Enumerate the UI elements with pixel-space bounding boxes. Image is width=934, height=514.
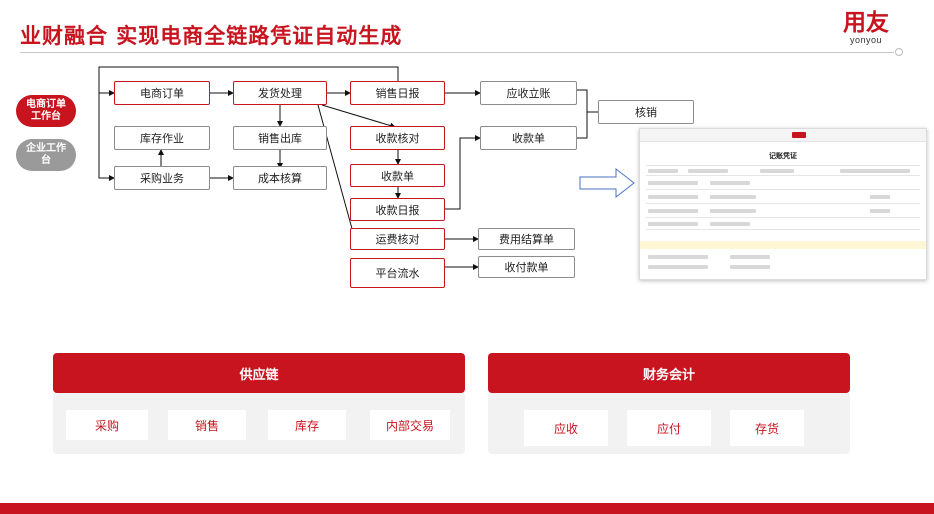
node-expense-settle: 费用结算单 xyxy=(478,228,575,250)
voucher-toolbar xyxy=(640,129,926,142)
module-purchase: 采购 xyxy=(66,410,148,440)
node-platform-flow: 平台流水 xyxy=(350,258,445,288)
voucher-total-row xyxy=(640,241,926,249)
module-receivable: 应收 xyxy=(524,410,608,446)
voucher-save-button xyxy=(792,132,806,138)
module-payable: 应付 xyxy=(627,410,711,446)
footer-band xyxy=(0,503,934,514)
node-ecom-order: 电商订单 xyxy=(114,81,210,105)
voucher-arrow xyxy=(579,167,635,199)
connector-bracket-writeoff xyxy=(577,89,598,139)
page-title: 业财融合 实现电商全链路凭证自动生成 xyxy=(20,24,403,48)
workbench-enterprise: 企业工作台 xyxy=(16,139,76,171)
divider-end-dot xyxy=(895,48,903,56)
module-stock: 存货 xyxy=(730,410,804,446)
node-purchase: 采购业务 xyxy=(114,166,210,190)
module-sales: 销售 xyxy=(168,410,246,440)
module-internal-trade: 内部交易 xyxy=(370,410,450,440)
node-collection-daily: 收款日报 xyxy=(350,198,445,221)
node-shipping: 发货处理 xyxy=(233,81,327,105)
logo-text-cn: 用友 xyxy=(843,10,889,36)
voucher-screenshot: 记账凭证 xyxy=(639,128,927,280)
supply-chain-header: 供应链 xyxy=(53,353,465,393)
node-ar-posting: 应收立账 xyxy=(480,81,577,105)
connector-loop-top xyxy=(98,66,399,181)
yonyou-logo: 用友 yonyou xyxy=(836,10,896,45)
title-divider xyxy=(20,52,894,53)
connector-colldaily-bill xyxy=(445,135,481,210)
workbench-ecom-order: 电商订单工作台 xyxy=(16,95,76,127)
node-collection-check: 收款核对 xyxy=(350,126,445,150)
node-payment-doc: 收付款单 xyxy=(478,256,575,278)
node-cost-calc: 成本核算 xyxy=(233,166,327,190)
node-inventory: 库存作业 xyxy=(114,126,210,150)
node-sales-daily: 销售日报 xyxy=(350,81,445,105)
node-collection-bill: 收款单 xyxy=(480,126,577,150)
finance-header: 财务会计 xyxy=(488,353,850,393)
voucher-title: 记账凭证 xyxy=(769,152,797,160)
node-sales-out: 销售出库 xyxy=(233,126,327,150)
node-writeoff: 核销 xyxy=(598,100,694,124)
connector-shipping-collection xyxy=(321,104,396,129)
module-inventory: 库存 xyxy=(268,410,346,440)
node-collection-doc: 收款单 xyxy=(350,164,445,187)
node-freight-check: 运费核对 xyxy=(350,228,445,250)
logo-text-en: yonyou xyxy=(849,35,883,45)
